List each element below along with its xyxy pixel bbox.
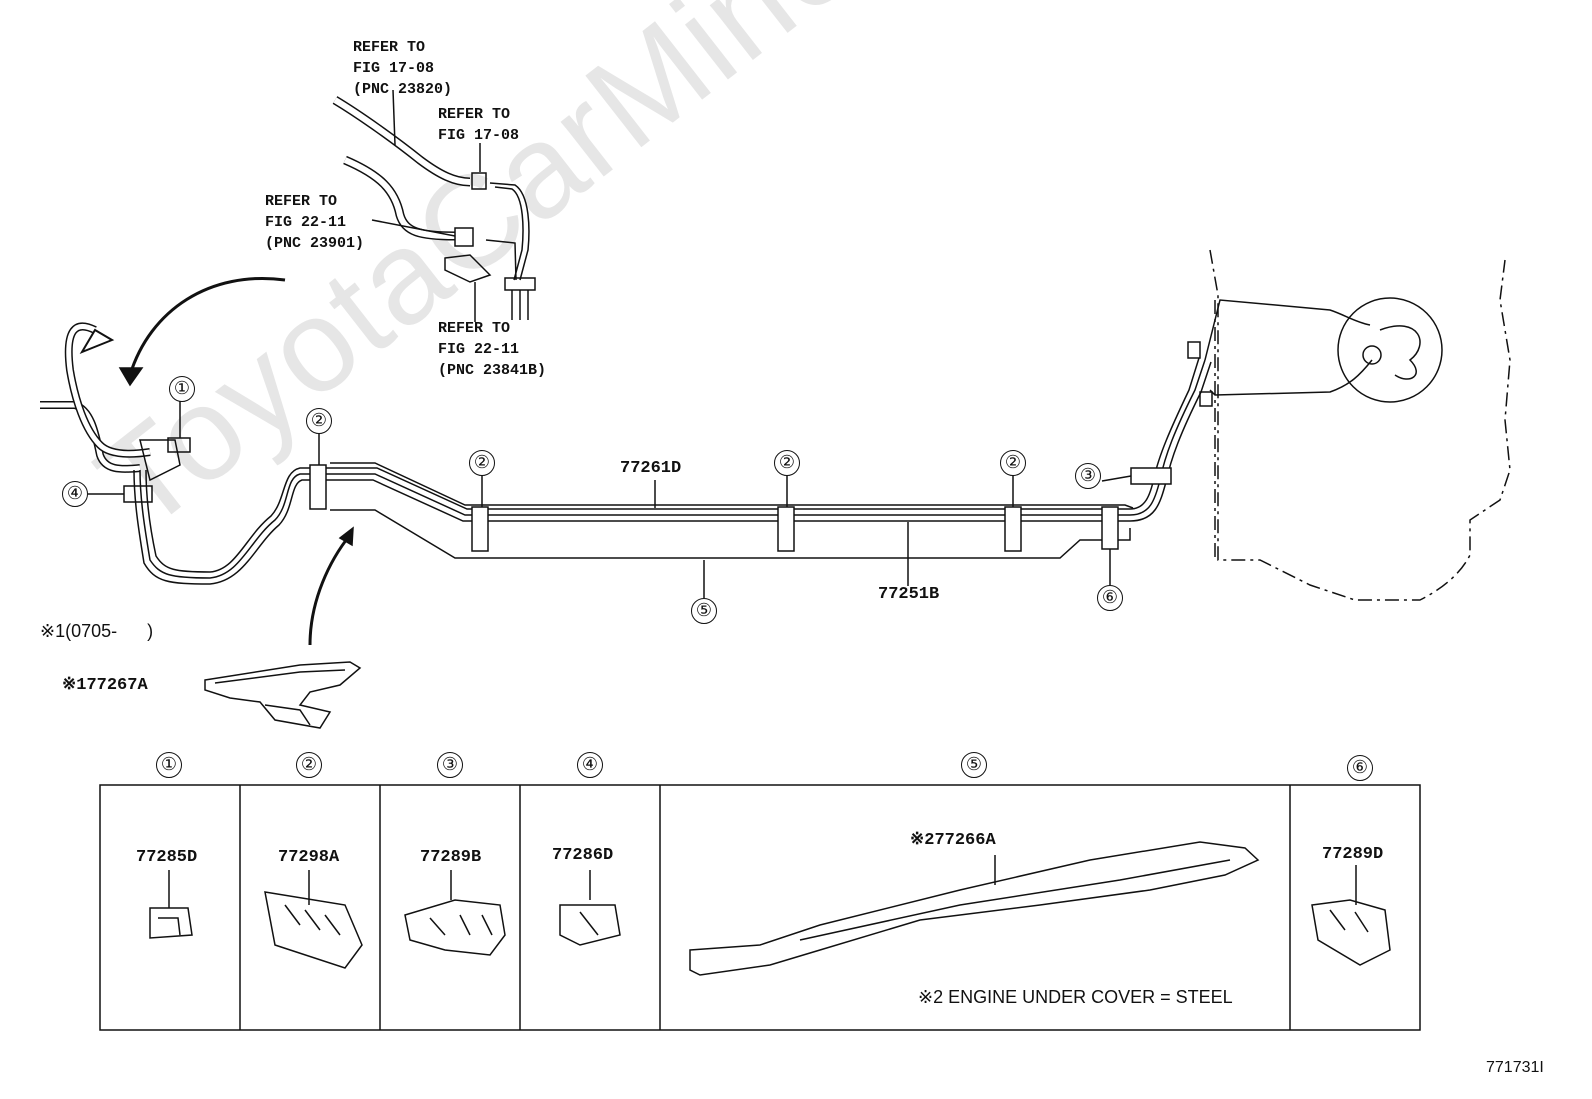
position-marker-3: ③ bbox=[1075, 463, 1101, 489]
refer-c-line2: FIG 22-11 bbox=[265, 214, 347, 231]
position-marker-6: ⑥ bbox=[1097, 585, 1123, 611]
legend-marker-3: ③ bbox=[437, 752, 463, 778]
refer-b-line1: REFER TO bbox=[438, 106, 511, 123]
legend-marker-6: ⑥ bbox=[1347, 755, 1373, 781]
legend-part-3: 77289B bbox=[420, 848, 482, 867]
refer-c-line3: (PNC 23901) bbox=[265, 235, 365, 252]
part-number-protector: ※177267A bbox=[62, 676, 148, 695]
position-marker-2b: ② bbox=[469, 450, 495, 476]
part-number-tube-lower: 77251B bbox=[878, 585, 940, 604]
legend-note: ※2 ENGINE UNDER COVER = STEEL bbox=[918, 987, 1233, 1007]
refer-a-line2: FIG 17-08 bbox=[353, 60, 435, 77]
refer-b-line2: FIG 17-08 bbox=[438, 127, 520, 144]
legend-marker-4: ④ bbox=[577, 752, 603, 778]
protector-applicability-note: ※1(0705- ) bbox=[40, 621, 154, 641]
position-marker-2a: ② bbox=[306, 408, 332, 434]
refer-a-line3: (PNC 23820) bbox=[353, 81, 453, 98]
refer-d-line3: (PNC 23841B) bbox=[438, 362, 547, 379]
position-marker-4: ④ bbox=[62, 481, 88, 507]
legend-marker-5: ⑤ bbox=[961, 752, 987, 778]
refer-a-line1: REFER TO bbox=[353, 39, 426, 56]
legend-part-2: 77298A bbox=[278, 848, 340, 867]
legend-part-6: 77289D bbox=[1322, 845, 1384, 864]
part-number-tube-upper: 77261D bbox=[620, 459, 682, 478]
figure-id: 771731I bbox=[1486, 1059, 1544, 1076]
legend-marker-1: ① bbox=[156, 752, 182, 778]
position-marker-2d: ② bbox=[1000, 450, 1026, 476]
legend-part-5: ※277266A bbox=[910, 831, 996, 850]
position-marker-1: ① bbox=[169, 376, 195, 402]
refer-c-line1: REFER TO bbox=[265, 193, 338, 210]
legend-part-4: 77286D bbox=[552, 846, 614, 865]
legend-part-1: 77285D bbox=[136, 848, 198, 867]
legend-marker-2: ② bbox=[296, 752, 322, 778]
position-marker-5: ⑤ bbox=[691, 598, 717, 624]
refer-d-line2: FIG 22-11 bbox=[438, 341, 520, 358]
refer-d-line1: REFER TO bbox=[438, 320, 511, 337]
position-marker-2c: ② bbox=[774, 450, 800, 476]
